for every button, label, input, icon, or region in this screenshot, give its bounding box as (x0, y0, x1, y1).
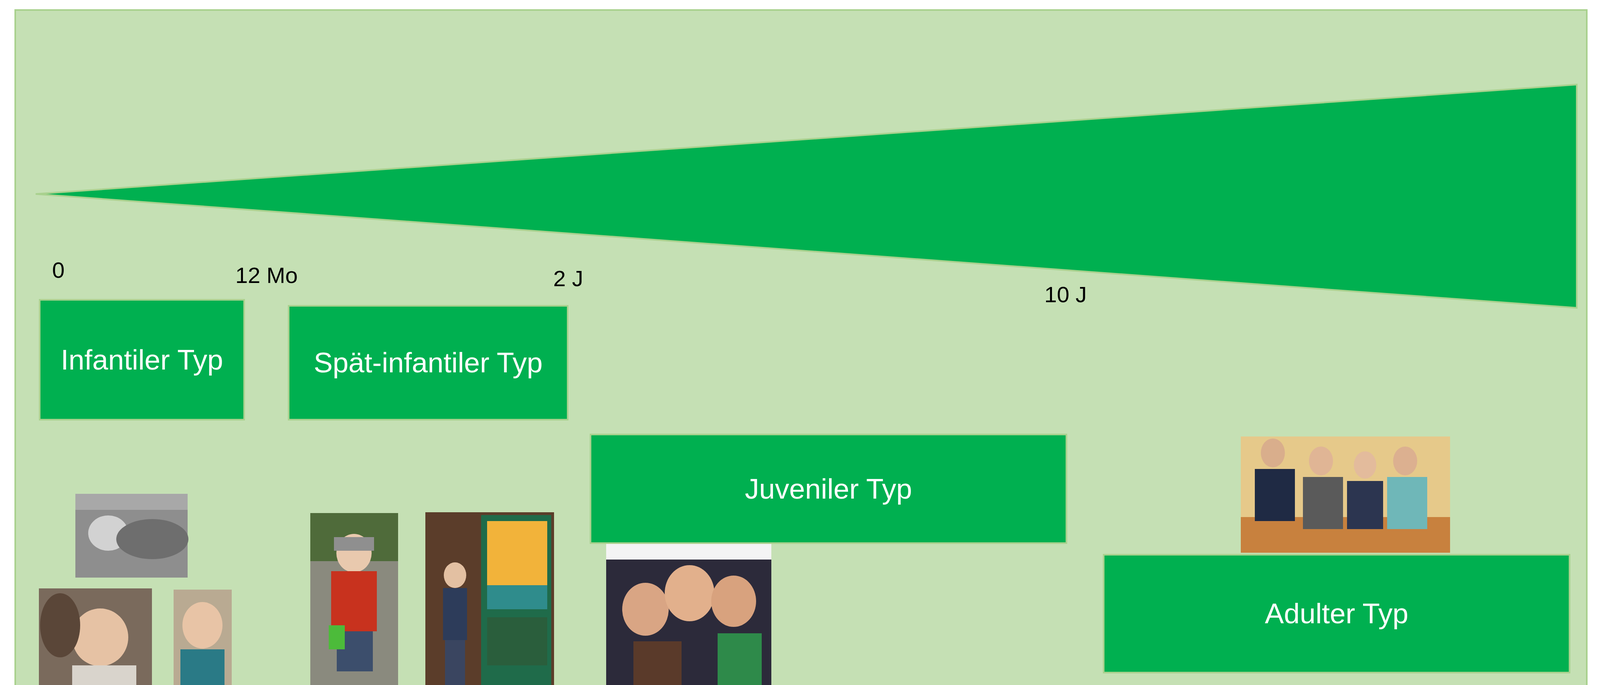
type-box: Adulter Typ (1102, 554, 1571, 674)
type-label: Spät-infantiler Typ (313, 345, 543, 380)
type-label: Juveniler Typ (744, 471, 913, 506)
photo (425, 512, 555, 685)
age-mark: 0 (52, 257, 65, 283)
age-mark: 10 J (1044, 282, 1087, 308)
type-box: Spät-infantiler Typ (287, 305, 569, 421)
photo (173, 589, 232, 685)
type-label: Infantiler Typ (60, 342, 223, 377)
age-mark: 2 J (553, 266, 584, 292)
age-wedge (35, 84, 1577, 308)
photo (1240, 436, 1451, 553)
photo (38, 588, 152, 685)
photo (75, 493, 189, 578)
age-mark: 12 Mo (235, 262, 298, 288)
background-panel (15, 10, 1587, 685)
type-box: Juveniler Typ (589, 433, 1068, 545)
photo (310, 513, 399, 685)
type-label: Adulter Typ (1264, 596, 1409, 631)
type-box: Infantiler Typ (38, 299, 245, 421)
photo (606, 523, 772, 685)
